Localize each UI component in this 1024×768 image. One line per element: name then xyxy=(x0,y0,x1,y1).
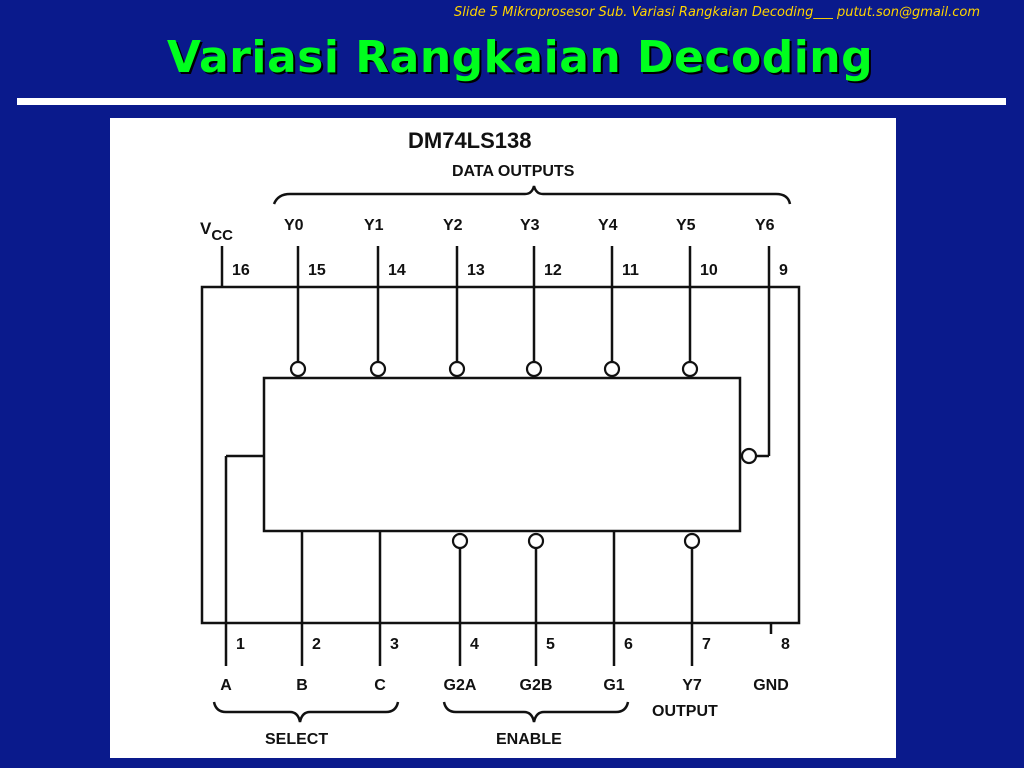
pin-number-b: 2 xyxy=(312,636,321,653)
pin-number-y0: 15 xyxy=(308,262,326,279)
title-divider xyxy=(17,98,1006,105)
pin-number-c: 3 xyxy=(390,636,399,653)
slide-header-note: Slide 5 Mikroprosesor Sub. Variasi Rangk… xyxy=(454,5,980,20)
decoder-block xyxy=(262,376,742,533)
pin-number-y4: 11 xyxy=(622,262,639,279)
pin-name-y0: Y0 xyxy=(284,217,304,234)
enable-label: ENABLE xyxy=(496,731,562,748)
pin-number-gnd: 8 xyxy=(781,636,790,653)
pin-number-y7: 7 xyxy=(702,636,711,653)
pin-name-gnd: GND xyxy=(753,677,789,694)
top-pins: Y0 15 Y1 14 Y2 13 Y3 12 Y4 11 Y5 10 Y6 9 xyxy=(284,217,788,378)
inversion-bubble-y4 xyxy=(603,360,621,378)
output-label: OUTPUT xyxy=(652,703,718,720)
pin-name-g1: G1 xyxy=(603,677,624,694)
select-brace xyxy=(212,701,400,723)
inversion-bubble-y3 xyxy=(525,360,543,378)
pin-name-g2a: G2A xyxy=(444,677,477,694)
pin-number-g2a: 4 xyxy=(470,636,479,653)
pin-name-y2: Y2 xyxy=(443,217,463,234)
pin-number-a: 1 xyxy=(236,636,245,653)
enable-brace xyxy=(442,701,630,723)
pin-number-y6: 9 xyxy=(779,262,788,279)
pin-name-b: B xyxy=(296,677,308,694)
pin-name-y5: Y5 xyxy=(676,217,696,234)
data-outputs-brace xyxy=(272,185,792,205)
dm74ls138-pinout-diagram: DM74LS138 DATA OUTPUTS VCC 16 Y015Y114Y2… xyxy=(200,128,801,748)
pin-name-y7: Y7 xyxy=(682,677,702,694)
pin-name-g2b: G2B xyxy=(520,677,553,694)
pin-number-y3: 12 xyxy=(544,262,562,279)
select-label: SELECT xyxy=(265,731,328,748)
pin-number-y1: 14 xyxy=(388,262,406,279)
pin-name-y4: Y4 xyxy=(598,217,618,234)
vcc-label: VCC xyxy=(200,219,233,244)
vcc-pin-number: 16 xyxy=(232,262,250,279)
inversion-bubble-g2b xyxy=(527,532,545,550)
pin-number-g1: 6 xyxy=(624,636,633,653)
inversion-bubble-y0 xyxy=(289,360,307,378)
data-outputs-label: DATA OUTPUTS xyxy=(452,163,575,180)
pin-number-y2: 13 xyxy=(467,262,485,279)
pin-number-g2b: 5 xyxy=(546,636,555,653)
slide-title: Variasi Rangkaian Decoding xyxy=(166,32,874,83)
chip-name: DM74LS138 xyxy=(408,128,532,153)
inversion-bubble-y1 xyxy=(369,360,387,378)
inversion-bubble-y5 xyxy=(681,360,699,378)
pin-number-y5: 10 xyxy=(700,262,718,279)
pin-name-c: C xyxy=(374,677,386,694)
y6-inversion-bubble xyxy=(740,447,758,465)
inversion-bubble-y2 xyxy=(448,360,466,378)
inversion-bubble-y7 xyxy=(683,532,701,550)
pin-name-y6: Y6 xyxy=(755,217,775,234)
pin-name-y3: Y3 xyxy=(520,217,540,234)
pin-name-a: A xyxy=(220,677,232,694)
pin-name-y1: Y1 xyxy=(364,217,384,234)
package-outline xyxy=(200,285,801,625)
inversion-bubble-g2a xyxy=(451,532,469,550)
